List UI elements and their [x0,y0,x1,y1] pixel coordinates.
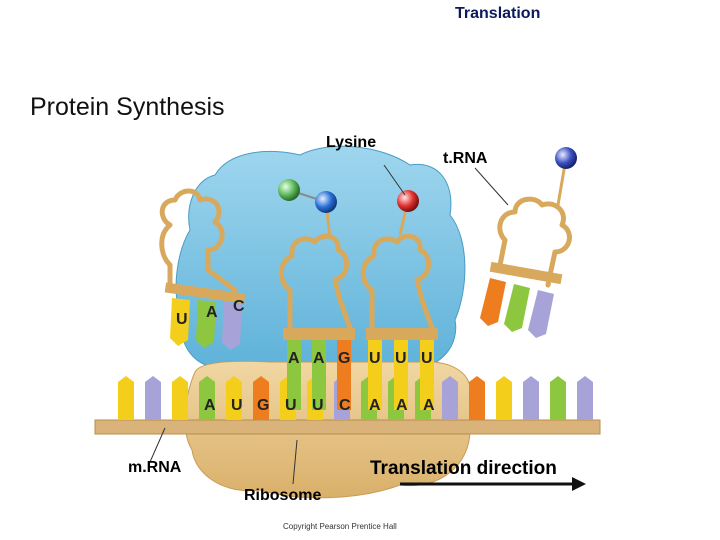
anticodon-middle-6: U [421,350,433,367]
amino-acid-green [278,179,300,201]
mrna-backbone [94,419,601,435]
mrna-codon-base-5: U [312,397,324,414]
header-title: Translation [455,5,541,22]
lysine-leader-line [383,164,406,196]
trna-right-strand [497,196,572,288]
copyright-text: Copyright Pearson Prentice Hall [283,522,397,531]
trna-right-bases [480,261,563,338]
trna-middle2-strand [360,233,435,331]
ribosome-large-subunit [175,145,466,369]
mrna-codon-base-1: A [204,397,216,414]
ribosome-leader-line [292,439,298,485]
mrna-codon-base-6: C [339,397,351,414]
mrna-codon-base-9: A [423,397,435,414]
trna-leader-line [474,167,509,206]
mrna-codon-base-4: U [285,397,297,414]
anticodon-middle-5: U [395,350,407,367]
trna-left-strand [159,188,238,293]
anticodon-middle-4: U [369,350,381,367]
trna-left-bases [164,282,246,350]
trna-bound-stems [283,328,438,410]
mrna-codon-base-2: U [231,397,243,414]
slide-title: Protein Synthesis [30,93,225,121]
mrna-codon-base-8: A [396,397,408,414]
anticodon-middle-2: A [313,350,325,367]
anticodon-left-2: A [206,304,218,321]
mrna-codon-base-3: G [257,397,269,414]
label-trna: t.RNA [443,150,488,167]
label-lysine: Lysine [326,134,376,151]
amino-acid-navy [555,147,577,169]
direction-arrow-head [572,477,586,491]
amino-acid-lysine [397,190,419,212]
mrna-leader-line [149,427,166,463]
anticodon-left-3: C [233,298,245,315]
anticodon-left-1: U [176,311,188,328]
label-ribosome: Ribosome [244,487,321,504]
anticodon-middle-1: A [288,350,300,367]
label-mrna: m.RNA [128,459,182,476]
label-translation-direction: Translation direction [370,458,557,479]
amino-acid-blue [315,191,337,213]
mrna-codon-base-7: A [369,397,381,414]
trna-middle1-strand [278,233,353,331]
anticodon-middle-3: G [338,350,350,367]
